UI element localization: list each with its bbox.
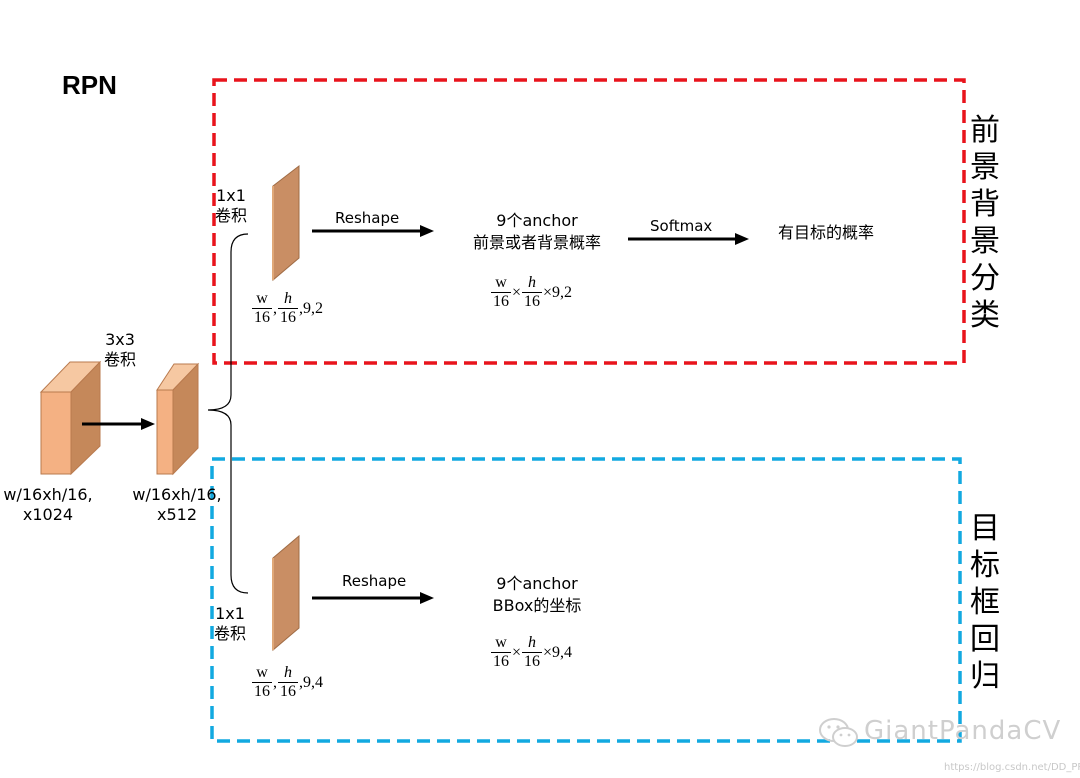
bottom-shape2-rest: ×9,4 [543, 643, 573, 661]
mid-label-line2: x512 [156, 505, 197, 524]
top-shape-num1: w [256, 290, 268, 307]
top-reshape-arrow [312, 225, 434, 237]
top-shape-num2: h [284, 290, 292, 307]
conv3x3-line2: 卷积 [103, 350, 136, 369]
bottom-shape-sep: , [273, 673, 277, 691]
top-conv1x1-line1: 1x1 [216, 186, 246, 205]
top-conv1x1-label: 1x1 卷积 [210, 186, 252, 226]
top-anchor-text: 9个anchor 前景或者背景概率 [440, 210, 634, 254]
top-shape-rest: ,9,2 [299, 299, 323, 317]
top-reshape-label: Reshape [335, 209, 400, 227]
mid-label-line1: w/16xh/16, [132, 485, 222, 504]
classification-box [212, 78, 966, 365]
branch-brace [207, 233, 249, 594]
softmax-label: Softmax [650, 217, 713, 235]
classification-side-label: 前景背景分类 [970, 113, 1000, 333]
bottom-conv-sheet [272, 534, 300, 652]
input-label-line2: x1024 [22, 505, 74, 524]
wechat-icon [819, 718, 858, 747]
top-shape2-rest: ×9,2 [543, 283, 573, 301]
bottom-reshape-label: Reshape [342, 572, 407, 590]
top-anchor-line1: 9个anchor [496, 211, 578, 230]
top-conv1x1-line2: 卷积 [214, 206, 247, 225]
watermark-url: https://blog.csdn.net/DD_PP_JJ [944, 762, 1080, 773]
conv3x3-line1: 3x3 [105, 330, 135, 349]
mid-feature-map [156, 362, 200, 476]
bottom-shape-den2: 16 [278, 682, 298, 700]
bottom-shape-num2: h [284, 664, 292, 681]
mid-label: w/16xh/16, x512 [131, 485, 223, 525]
top-shape2-den2: 16 [522, 292, 543, 310]
top-shape2-den1: 16 [491, 292, 511, 310]
bottom-conv1x1-line2: 卷积 [213, 624, 246, 643]
bottom-shape2-den1: 16 [491, 652, 511, 670]
top-shape2-times: × [512, 283, 522, 301]
bottom-shape-den1: 16 [252, 682, 272, 700]
bottom-anchor-line1: 9个anchor [496, 574, 578, 593]
top-shape-den2: 16 [278, 308, 298, 326]
bottom-shape-rest: ,9,4 [299, 673, 323, 691]
bottom-reshape-arrow [312, 592, 434, 604]
top-shape2-num1: w [495, 274, 507, 291]
diagram-title: RPN [62, 70, 117, 100]
regression-box [210, 457, 962, 743]
watermark-text: GiantPandaCV [864, 716, 1062, 746]
bottom-anchor-line2: BBox的坐标 [492, 596, 582, 615]
arrow-conv3 [82, 418, 155, 430]
bottom-shape2-num2: h [528, 634, 537, 651]
regression-side-label: 目标框回归 [970, 511, 1000, 694]
objectness-result: 有目标的概率 [778, 223, 875, 242]
input-label: w/16xh/16, x1024 [2, 485, 94, 525]
bottom-shape2-times: × [512, 643, 522, 661]
top-shape-sep: , [273, 299, 277, 317]
conv3x3-label: 3x3 卷积 [95, 330, 145, 370]
top-anchor-line2: 前景或者背景概率 [472, 233, 601, 252]
input-feature-map [39, 360, 102, 476]
softmax-arrow [628, 233, 749, 245]
top-shape-den1: 16 [252, 308, 272, 326]
bottom-shape2-num1: w [495, 634, 507, 651]
bottom-shape2-den2: 16 [522, 652, 543, 670]
input-label-line1: w/16xh/16, [3, 485, 93, 504]
bottom-shape-num1: w [256, 664, 268, 681]
bottom-conv1x1-line1: 1x1 [215, 604, 245, 623]
bottom-conv1x1-label: 1x1 卷积 [208, 604, 252, 644]
bottom-anchor-text: 9个anchor BBox的坐标 [452, 573, 622, 617]
top-shape2-num2: h [528, 274, 537, 291]
top-conv-sheet [272, 164, 300, 282]
